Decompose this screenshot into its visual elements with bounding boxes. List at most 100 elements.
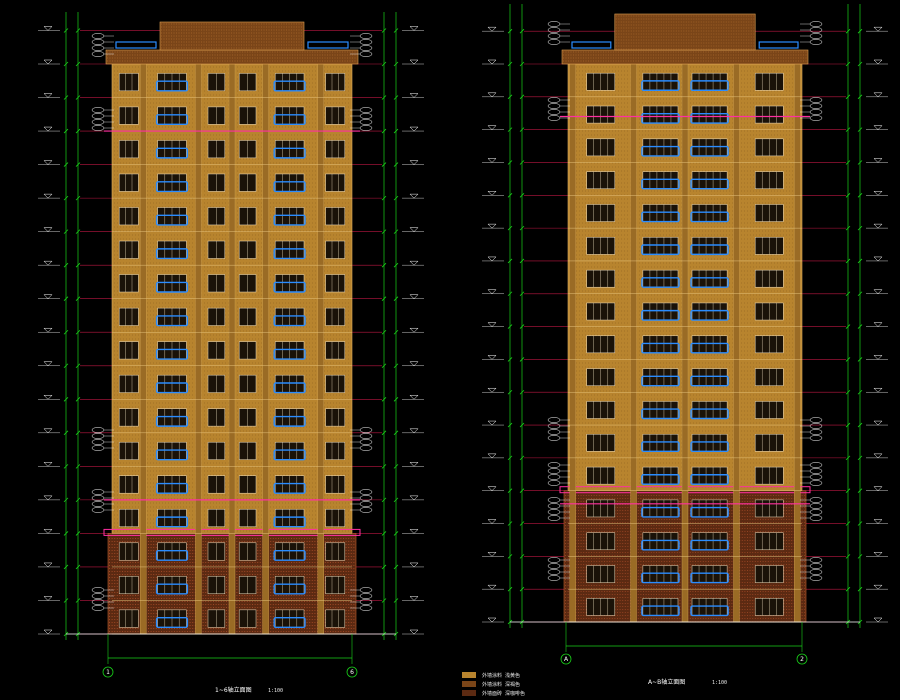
level-marker: [43, 327, 53, 333]
right-elevation-title: A~B轴立面图: [648, 678, 685, 686]
level-marker: [409, 562, 419, 568]
level-marker: [487, 59, 497, 65]
dimension-tick: [393, 95, 399, 100]
level-marker: [873, 92, 883, 98]
dimension-tick: [857, 160, 863, 165]
window: [642, 532, 679, 551]
level-marker: [487, 453, 497, 459]
dimension-tick: [507, 225, 513, 231]
dimension-tick: [75, 430, 81, 436]
window: [642, 204, 679, 222]
window: [118, 106, 139, 125]
dimension-tick: [393, 195, 399, 201]
callout-bubble: [547, 423, 561, 429]
callout-bubble: [547, 474, 561, 480]
dimension-tick: [75, 329, 81, 335]
callout-bubble: [809, 103, 823, 109]
dimension-tick: [75, 128, 81, 134]
balcony-railing: [690, 244, 729, 256]
dimension-tick: [381, 531, 387, 536]
dimension-tick: [75, 497, 81, 503]
window: [691, 598, 728, 616]
balcony-railing: [273, 248, 306, 260]
balcony-railing: [641, 80, 680, 91]
window: [691, 499, 728, 518]
dimension-tick: [63, 430, 69, 436]
legend-swatch-2: [462, 681, 476, 687]
dimension-tick: [381, 162, 387, 167]
balcony-railing: [155, 549, 189, 561]
dimension-tick: [845, 160, 851, 165]
callout-bubble: [809, 109, 823, 115]
dimension-tick: [75, 363, 81, 369]
callout-bubble: [809, 27, 823, 33]
callout-bubble: [809, 423, 823, 429]
level-marker: [43, 294, 53, 300]
balcony-railing: [690, 474, 729, 485]
balcony-railing: [155, 281, 189, 293]
dimension-tick: [393, 296, 399, 301]
balcony-railing: [641, 309, 680, 321]
balcony-railing: [690, 605, 729, 617]
callout-bubble: [91, 433, 105, 439]
callout-bubble: [809, 97, 823, 103]
balcony-railing: [155, 415, 189, 427]
right-axis-label-a: A: [564, 656, 569, 663]
balcony-railing: [155, 214, 189, 226]
window: [325, 609, 346, 628]
window: [325, 307, 346, 326]
balcony-railing: [641, 277, 680, 288]
dimension-tick: [381, 598, 387, 603]
level-marker: [409, 160, 419, 165]
level-marker: [43, 160, 53, 165]
balcony-railing: [273, 80, 306, 92]
dimension-tick: [63, 229, 69, 234]
balcony-railing: [273, 482, 306, 494]
right-axis-bubble-a: A: [560, 653, 572, 665]
right-elevation: [482, 4, 888, 652]
dimension-tick: [63, 28, 69, 33]
level-marker: [43, 59, 53, 65]
callout-bubble: [359, 593, 373, 599]
balcony-railing: [155, 315, 189, 327]
dimension-tick: [393, 531, 399, 536]
callout-bubble: [809, 563, 823, 569]
dimension-tick: [857, 455, 863, 461]
dimension-tick: [63, 162, 69, 167]
level-marker: [409, 126, 419, 132]
balcony-railing: [690, 506, 729, 518]
legend-label-1: 外墙涂料 浅黄色: [482, 672, 520, 679]
callout-bubble: [809, 497, 823, 503]
dimension-tick: [393, 128, 399, 134]
level-marker: [873, 59, 883, 65]
dimension-tick: [519, 554, 525, 559]
dimension-tick: [381, 430, 387, 436]
balcony-railing: [641, 474, 680, 485]
dimension-tick: [857, 291, 863, 297]
window: [642, 466, 679, 485]
window: [325, 374, 346, 393]
right-axis-bubble-2: 2: [796, 653, 808, 665]
callout-bubble: [809, 417, 823, 423]
dimension-tick: [63, 564, 69, 570]
dimension-tick: [63, 464, 69, 469]
level-marker: [409, 294, 419, 300]
window: [325, 341, 346, 360]
window: [325, 441, 346, 460]
window: [691, 368, 728, 386]
callout-bubble: [91, 605, 105, 611]
window: [118, 140, 139, 159]
level-marker: [409, 462, 419, 467]
level-marker: [43, 227, 53, 233]
window: [118, 475, 139, 494]
window: [325, 576, 346, 595]
dimension-tick: [845, 61, 851, 67]
dimension-tick: [519, 357, 525, 362]
dimension-tick: [63, 531, 69, 536]
callout-bubble: [359, 587, 373, 593]
callout-bubble: [809, 474, 823, 480]
window: [118, 576, 139, 595]
dimension-tick: [845, 291, 851, 297]
callout-bubble: [359, 33, 373, 39]
